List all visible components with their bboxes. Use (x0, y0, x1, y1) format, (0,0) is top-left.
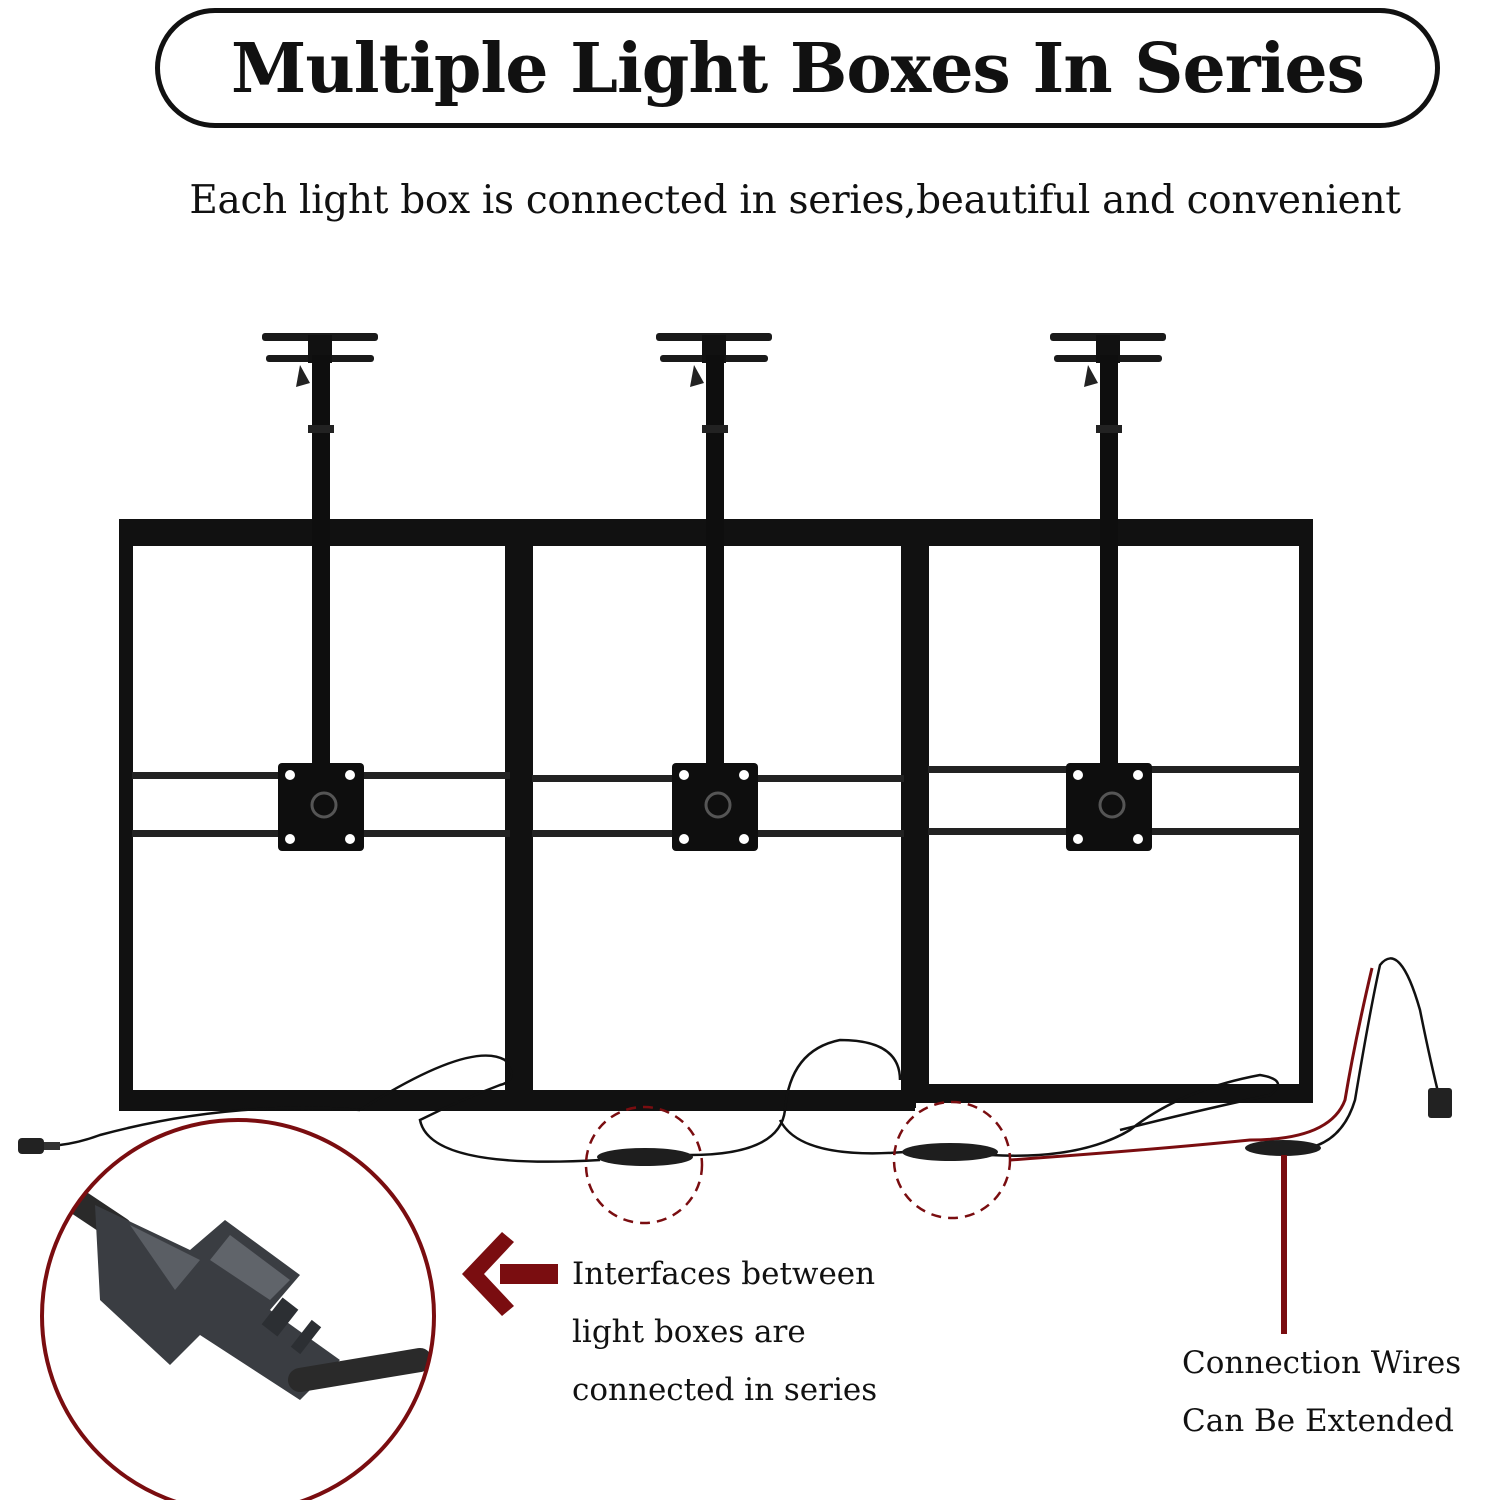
title-badge (155, 8, 1440, 128)
page-title: Multiple Light Boxes In Series (231, 29, 1365, 109)
interfaces-callout: Interfaces between light boxes are conne… (572, 1245, 877, 1419)
subtitle-box: Each light box is connected in series,be… (150, 178, 1440, 223)
connector-3 (1245, 1140, 1321, 1156)
plug-right (1428, 1088, 1452, 1118)
connector-zoom (40, 1118, 436, 1500)
light-box-2 (519, 331, 916, 1111)
interfaces-callout-line-3: connected in series (572, 1372, 878, 1408)
interfaces-callout-line-2: light boxes are (572, 1314, 806, 1350)
interface-highlight-2 (892, 1100, 1012, 1220)
interfaces-callout-line-1: Interfaces between (572, 1256, 876, 1292)
interface-highlight-1 (584, 1105, 704, 1225)
extension-cable (1009, 967, 1374, 1162)
light-box-1 (119, 331, 520, 1111)
light-box-3 (915, 331, 1313, 1103)
plug-left (18, 1138, 60, 1154)
wires-callout: Connection Wires Can Be Extended (1182, 1334, 1461, 1450)
subtitle: Each light box is connected in series,be… (189, 178, 1401, 223)
wires-callout-line-2: Can Be Extended (1182, 1403, 1454, 1439)
wires-callout-line-1: Connection Wires (1182, 1345, 1462, 1381)
connector-2 (902, 1143, 998, 1161)
connector-1 (597, 1148, 693, 1166)
arrow-left-icon (462, 1232, 558, 1316)
